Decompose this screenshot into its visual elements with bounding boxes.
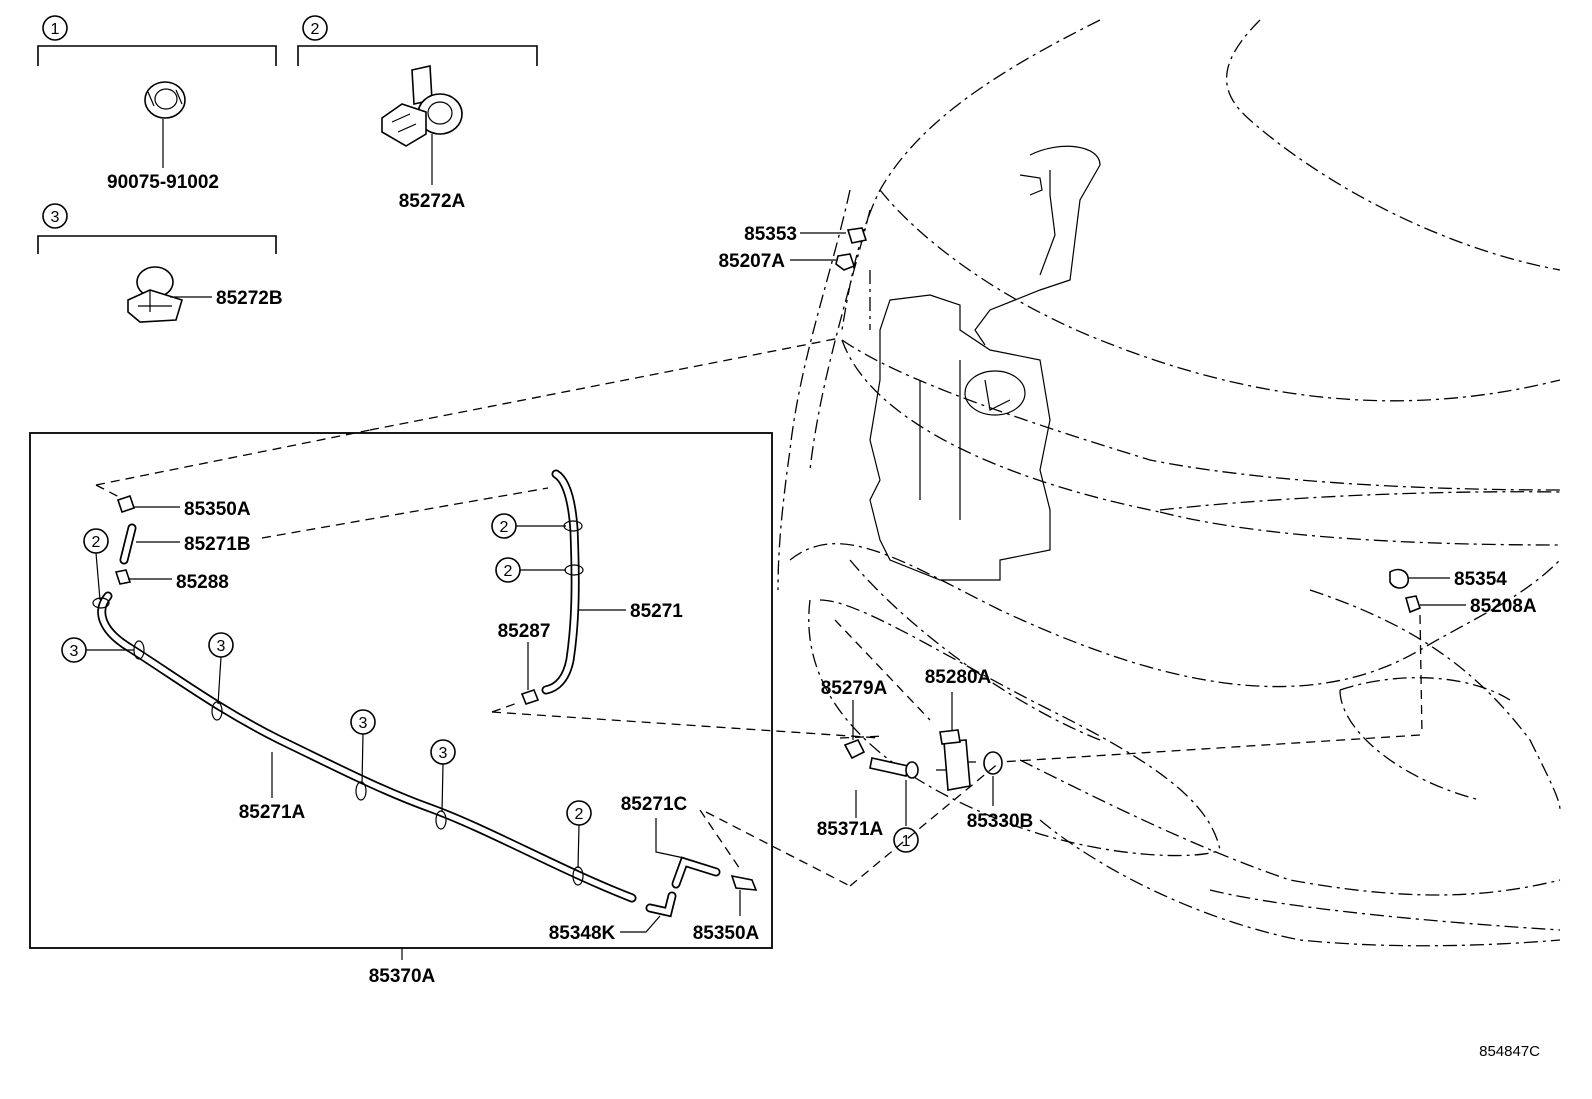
- part-label-85279A[interactable]: 85279A: [821, 678, 888, 699]
- part-label-85272B[interactable]: 85272B: [216, 288, 283, 309]
- part-85350A-top-icon[interactable]: [116, 494, 136, 514]
- part-label-85271B[interactable]: 85271B: [184, 534, 251, 555]
- callout-3-text: 3: [51, 209, 60, 226]
- part-85354-icon[interactable]: [1389, 568, 1410, 589]
- clip-group-1: 1 90075-91002: [37, 15, 277, 193]
- hose-assembly-box: 85370A 85350A 85271B 85288 2: [29, 337, 1001, 987]
- callout-1-text: 1: [51, 21, 60, 38]
- callout-3-b-text: 3: [217, 638, 226, 655]
- washer-reservoir: [869, 294, 1051, 581]
- clip-85272B-icon[interactable]: [127, 266, 183, 323]
- callout-1-marker[interactable]: [42, 15, 68, 41]
- group-3-bracket: [37, 235, 277, 254]
- part-label-85271C[interactable]: 85271C: [621, 794, 688, 815]
- part-label-85370A[interactable]: 85370A: [369, 966, 436, 987]
- part-85353-icon[interactable]: [846, 227, 868, 244]
- part-label-85354[interactable]: 85354: [1454, 569, 1507, 590]
- figure-id: 854847C: [1479, 1043, 1540, 1060]
- callout-2-c-text: 2: [500, 519, 509, 536]
- pump-parts: 85279A 85371A 1 85280A 85330B: [817, 619, 1034, 853]
- callout-3-a-text: 3: [70, 643, 79, 660]
- reservoir-filler-neck: [974, 145, 1101, 346]
- part-label-85208A[interactable]: 85208A: [1470, 596, 1537, 617]
- part-85371A-icon[interactable]: [869, 757, 909, 777]
- callout-2-a-text: 2: [92, 534, 101, 551]
- clip-group-3: 3 85272B: [37, 203, 283, 323]
- part-85280A-icon[interactable]: [943, 739, 971, 791]
- callout-3-d-text: 3: [439, 745, 448, 762]
- callout-2-b-text: 2: [575, 806, 584, 823]
- part-85287-icon[interactable]: [520, 689, 540, 705]
- callout-2-marker[interactable]: [302, 15, 328, 41]
- part-label-85371A[interactable]: 85371A: [817, 819, 884, 840]
- part-label-85207A[interactable]: 85207A: [718, 251, 785, 272]
- hose-85271A[interactable]: [97, 591, 637, 903]
- part-85371A-clip-icon[interactable]: [905, 761, 919, 779]
- clip-group-2: 2 85272A: [297, 15, 538, 212]
- part-label-85287[interactable]: 85287: [498, 621, 551, 642]
- part-85207A-icon[interactable]: [835, 253, 855, 271]
- part-label-85271[interactable]: 85271: [630, 601, 683, 622]
- callout-2-d-text: 2: [504, 563, 513, 580]
- part-85288-icon[interactable]: [114, 569, 132, 585]
- part-label-85272A[interactable]: 85272A: [399, 191, 466, 212]
- part-85330B-icon[interactable]: [983, 751, 1003, 775]
- part-85208A-icon[interactable]: [1404, 595, 1421, 614]
- assembly-frame: [29, 432, 773, 949]
- part-label-85350A-top[interactable]: 85350A: [184, 499, 251, 520]
- part-label-85330B[interactable]: 85330B: [967, 811, 1034, 832]
- clip-90075-91002-icon[interactable]: [144, 81, 186, 119]
- part-label-85350A-bottom[interactable]: 85350A: [693, 923, 760, 944]
- group-2-bracket: [297, 45, 538, 66]
- callout-1-pump-text: 1: [902, 833, 911, 850]
- callout-3-marker[interactable]: [42, 203, 68, 229]
- part-label-85280A[interactable]: 85280A: [925, 667, 992, 688]
- hood-nozzle-parts: 85353 85207A 85354 85208A: [718, 224, 1537, 763]
- part-85279A-icon[interactable]: [843, 738, 866, 760]
- part-85350A-bottom-icon[interactable]: [730, 874, 758, 891]
- clip-85272A-icon[interactable]: [381, 65, 463, 147]
- part-label-85288[interactable]: 85288: [176, 572, 229, 593]
- part-label-85348K[interactable]: 85348K: [549, 923, 616, 944]
- part-label-90075-91002[interactable]: 90075-91002: [107, 172, 219, 193]
- part-label-85353[interactable]: 85353: [744, 224, 797, 245]
- callout-3-c-text: 3: [359, 715, 368, 732]
- group-1-bracket: [37, 45, 277, 66]
- vehicle-front-outline: [777, 19, 1561, 947]
- callout-2-text: 2: [311, 21, 320, 38]
- part-label-85271A[interactable]: 85271A: [239, 802, 306, 823]
